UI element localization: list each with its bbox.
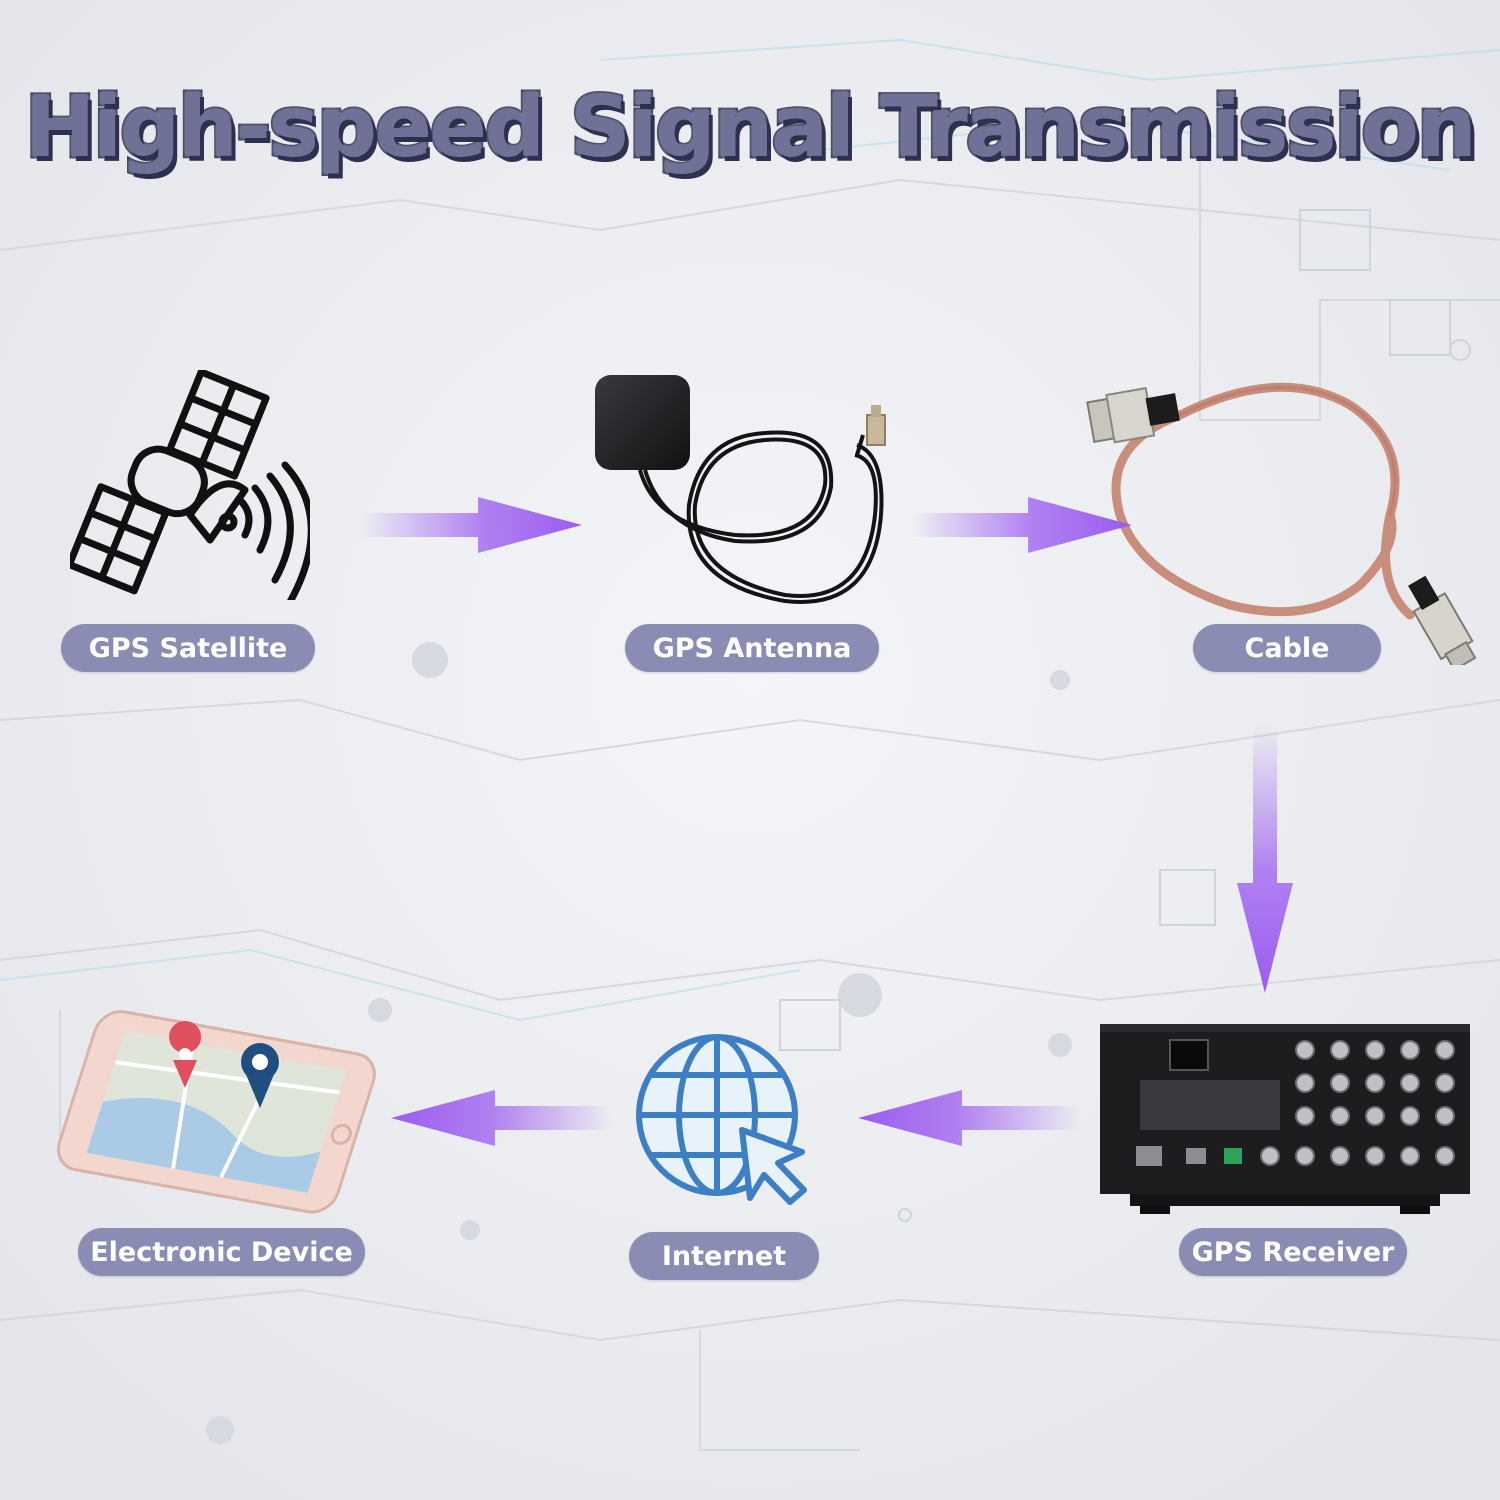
label-gps-receiver: GPS Receiver: [1179, 1228, 1407, 1276]
cable-image: [1086, 382, 1477, 665]
gps-receiver-image: [1100, 1024, 1470, 1214]
label-gps-antenna: GPS Antenna: [625, 624, 879, 672]
arrow-receiver-to-internet: [858, 1090, 1080, 1146]
gps-antenna-image: [595, 375, 886, 604]
label-cable: Cable: [1193, 624, 1381, 672]
label-electronic-device: Electronic Device: [78, 1228, 365, 1276]
label-internet: Internet: [629, 1232, 819, 1280]
label-gps-satellite: GPS Satellite: [61, 624, 315, 672]
arrow-antenna-to-cable: [910, 497, 1132, 553]
page-title: High-speed Signal Transmission: [23, 76, 1480, 179]
arrow-cable-to-receiver: [1237, 725, 1293, 993]
globe-icon: [636, 1034, 807, 1205]
smartphone-map-image: [56, 1010, 376, 1214]
arrow-satellite-to-antenna: [360, 497, 582, 553]
arrow-internet-to-device: [391, 1090, 613, 1146]
satellite-icon: [70, 370, 310, 600]
